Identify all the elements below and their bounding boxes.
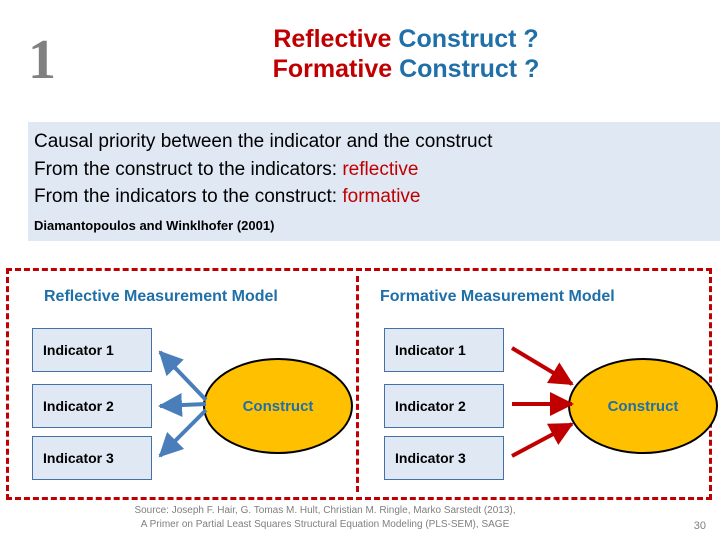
definition-line-2-prefix: From the construct to the indicators: — [34, 158, 343, 180]
definition-panel: Causal priority between the indicator an… — [28, 122, 720, 241]
definition-line-2: From the construct to the indicators: re… — [34, 156, 720, 184]
definition-line-2-highlight: reflective — [342, 158, 419, 180]
page-number: 30 — [693, 520, 706, 532]
formative-indicator-3: Indicator 3 — [384, 436, 504, 480]
source-line-1: Source: Joseph F. Hair, G. Tomas M. Hult… — [134, 505, 516, 516]
title-construct-word-2: Construct ? — [399, 55, 540, 83]
reflective-indicator-1: Indicator 1 — [32, 328, 152, 372]
page-title: Reflective Construct ? Formative Constru… — [196, 24, 616, 84]
source-line-2: A Primer on Partial Least Squares Struct… — [140, 518, 510, 530]
reflective-construct-ellipse: Construct — [203, 358, 353, 454]
definition-line-1: Causal priority between the indicator an… — [34, 131, 493, 152]
definition-line-3-highlight: formative — [342, 186, 421, 208]
reflective-indicator-2: Indicator 2 — [32, 384, 152, 428]
formative-construct-ellipse: Construct — [568, 358, 718, 454]
title-line-1: Reflective Construct ? — [196, 24, 616, 54]
formative-indicator-2: Indicator 2 — [384, 384, 504, 428]
title-reflective-word: Reflective — [273, 25, 392, 53]
source-footnote: Source: Joseph F. Hair, G. Tomas M. Hult… — [0, 504, 650, 531]
formative-indicator-1: Indicator 1 — [384, 328, 504, 372]
title-formative-word: Formative — [272, 55, 393, 83]
definition-line-3: From the indicators to the construct: fo… — [34, 183, 720, 211]
formative-model-heading: Formative Measurement Model — [380, 288, 615, 305]
title-line-2: Formative Construct ? — [196, 54, 616, 84]
reflective-indicator-3: Indicator 3 — [32, 436, 152, 480]
reflective-model-heading: Reflective Measurement Model — [44, 288, 278, 305]
definition-line-3-prefix: From the indicators to the construct: — [34, 186, 343, 208]
model-divider — [356, 276, 359, 492]
diagram-frame — [6, 268, 712, 500]
definition-citation: Diamantopoulos and Winklhofer (2001) — [34, 217, 275, 233]
slide-number: 1 — [28, 29, 56, 91]
title-construct-word-1: Construct ? — [398, 25, 539, 53]
